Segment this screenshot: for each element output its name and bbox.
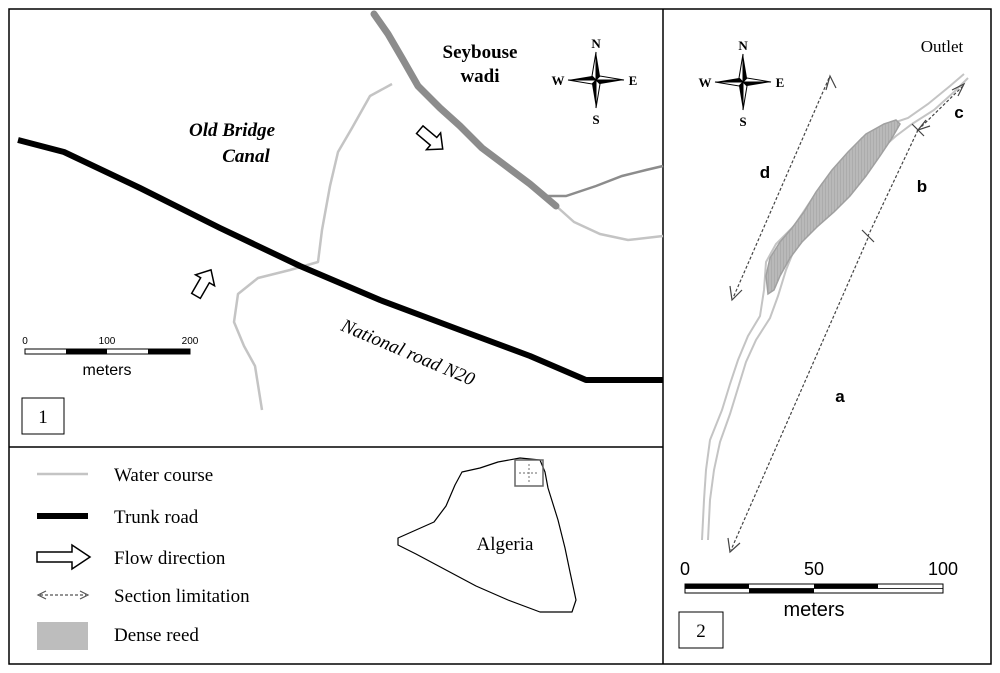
outlet-label: Outlet: [921, 37, 964, 56]
svg-text:S: S: [739, 114, 746, 129]
study-area-locator-cross: [519, 464, 539, 482]
section-label-c: c: [954, 103, 963, 122]
svg-text:50: 50: [804, 559, 824, 579]
svg-text:W: W: [699, 75, 712, 90]
legend-section-limitation-symbol: [36, 590, 90, 600]
wadi-branch-line: [544, 164, 664, 198]
legend: Water course Trunk road Flow direction S…: [36, 465, 250, 650]
legend-dense-reed-symbol: [37, 622, 88, 650]
svg-text:N: N: [591, 36, 601, 51]
svg-text:0: 0: [22, 336, 28, 347]
algeria-label: Algeria: [477, 534, 535, 555]
legend-flow-direction-label: Flow direction: [114, 548, 226, 569]
national-road-n20-line: [17, 137, 663, 383]
algeria-outline: [397, 457, 577, 613]
legend-section-limitation-label: Section limitation: [114, 586, 250, 607]
seybouse-label-line1: Seybouse: [443, 42, 518, 63]
study-area-locator-box: [514, 459, 544, 487]
section-b-limit-line: [861, 123, 925, 243]
legend-dense-reed-label: Dense reed: [114, 625, 199, 646]
panel-2-number-box: [678, 611, 724, 649]
old-bridge-label-line2: Canal: [222, 146, 270, 167]
section-label-a: a: [835, 387, 845, 406]
svg-text:S: S: [592, 112, 599, 127]
channel-west-bank: [701, 73, 965, 541]
seybouse-label-line2: wadi: [460, 66, 499, 87]
algeria-inset-map: Algeria: [397, 457, 577, 613]
panel-2-map: d b c a Outlet N S E W 0 50: [678, 37, 969, 649]
panel-2-number: 2: [696, 621, 706, 642]
section-label-d: d: [760, 163, 770, 182]
svg-text:W: W: [552, 73, 565, 88]
svg-text:100: 100: [99, 336, 116, 347]
north-arrow-compass-icon-2: N S E W: [699, 38, 785, 129]
figure-frame: [8, 8, 992, 665]
legend-trunk-road-label: Trunk road: [114, 507, 199, 528]
section-d-limit-line: [729, 74, 837, 302]
scale-bar-panel-2: 0 50 100 meters: [680, 559, 958, 621]
svg-text:0: 0: [680, 559, 690, 579]
flow-arrow-wadi-icon: [415, 124, 444, 151]
dense-reed-area: [765, 119, 901, 296]
svg-text:E: E: [776, 75, 785, 90]
svg-text:E: E: [629, 73, 638, 88]
panel-1-number-box: [21, 397, 65, 435]
svg-text:100: 100: [928, 559, 958, 579]
legend-flow-direction-icon: [36, 543, 92, 571]
flow-arrow-canal-icon: [190, 268, 216, 300]
tributary-line: [554, 204, 664, 242]
section-label-b: b: [917, 177, 927, 196]
scale-bar-panel-1: 0 100 200 meters: [22, 336, 199, 379]
seybouse-wadi-line: [370, 10, 560, 210]
legend-water-course-label: Water course: [114, 465, 213, 486]
svg-text:N: N: [738, 38, 748, 53]
section-a-limit-line: [727, 237, 869, 554]
north-arrow-compass-icon: N S E W: [552, 36, 638, 127]
svg-text:200: 200: [182, 336, 199, 347]
channel-east-bank: [707, 77, 969, 541]
svg-text:meters: meters: [83, 362, 132, 379]
old-bridge-label-line1: Old Bridge: [189, 120, 276, 141]
panel-1-number: 1: [38, 407, 48, 428]
panel-1-map: Seybouse wadi Old Bridge Canal National …: [17, 10, 664, 435]
svg-text:meters: meters: [783, 599, 844, 621]
